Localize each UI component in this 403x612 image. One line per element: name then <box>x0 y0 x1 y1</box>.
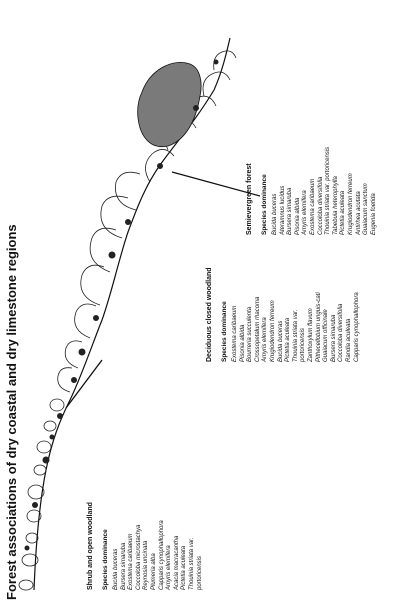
deciduous-tree-crown <box>115 171 141 211</box>
shrub-canopy <box>43 420 57 432</box>
semievergreen-tree-crown <box>145 149 175 183</box>
species-item: Pithecellobium unguis-cati <box>315 292 322 362</box>
species-item: Thouinia striata var. <box>292 309 299 362</box>
zone-deciduous-closed-woodland: Deciduous closed woodland Species domina… <box>205 267 361 362</box>
semievergreen-dark-foliage-group <box>157 59 219 169</box>
species-item: Tabebuia heterophylla <box>332 176 339 235</box>
species-item: Guaiacum officinale <box>323 309 330 362</box>
dark-foliage-blob <box>213 59 219 65</box>
dark-foliage-blob <box>125 219 131 225</box>
species-item: Bucida buceras <box>277 320 284 362</box>
shrub-canopy <box>33 464 47 476</box>
shrub-vegetation-group <box>18 398 65 591</box>
species-item: Reynosia uncinata <box>143 540 150 590</box>
dark-foliage-blob <box>93 315 99 321</box>
shrub-canopy <box>18 579 34 591</box>
species-item: Exostema caribaeum <box>128 533 135 590</box>
dark-foliage-blob <box>108 251 116 259</box>
species-item: Ateramnus lucidus <box>279 185 286 235</box>
shrub-canopy <box>27 484 45 500</box>
zone-title: Semievergreen forest <box>246 163 253 235</box>
species-item: Bucida buceras <box>113 548 119 590</box>
deciduous-vegetation-group <box>57 171 141 393</box>
dark-foliage-blob <box>57 413 63 419</box>
species-item: Krugiodendron ferreum <box>347 173 354 235</box>
species-item: Thouinia striata var. <box>188 537 195 590</box>
species-item: Amyris elemifera <box>302 190 309 235</box>
species-item: Randia aculeata <box>345 318 352 362</box>
shrub-canopy <box>36 440 52 454</box>
species-item: Guaiacum sanctum <box>363 183 370 235</box>
deciduous-tree-crown <box>74 303 97 339</box>
species-item: Bursera simaruba <box>120 542 127 590</box>
species-list: Bucida buceras Ateramnus lucidus Bursera… <box>272 147 378 235</box>
species-item: Capparis cynophallophora <box>353 292 360 362</box>
species-item: Thouinia striata var. portoricensis <box>325 146 332 235</box>
deciduous-tree-crown <box>57 367 73 393</box>
shrub-canopy <box>21 553 39 567</box>
species-item: Bursera simaruba <box>287 187 294 235</box>
species-item: Bursera simaruba <box>330 314 337 362</box>
species-item: Exostema caribaeum <box>309 178 316 235</box>
species-item: Bucida buceras <box>272 193 278 235</box>
species-item: Bourreria succulenta <box>247 306 254 362</box>
shrub-canopy <box>49 398 65 412</box>
shrub-dark-foliage-group <box>24 413 63 551</box>
deciduous-tree-crown <box>100 195 129 239</box>
species-item: Plumeria alba <box>150 553 157 590</box>
dark-foliage-blob <box>193 105 199 111</box>
zone-semievergreen-forest: Semievergreen forest Species dominance B… <box>245 147 378 235</box>
species-item: Acacia macracantha <box>173 535 180 590</box>
species-item: Zanthoxylum flavum <box>307 308 314 362</box>
species-item: Coccoloba microstachya <box>135 524 142 590</box>
zone-shrub-open-woodland: Shrub and open woodland Species dominanc… <box>86 502 204 590</box>
zone-title: Shrub and open woodland <box>87 502 94 590</box>
species-item: Coccoloba diversifolia <box>317 176 324 235</box>
semievergreen-tree-crown <box>202 71 231 97</box>
dark-foliage-blob <box>24 545 30 551</box>
shrub-canopy <box>26 509 42 523</box>
dark-foliage-blob <box>157 163 163 169</box>
species-dominance-heading: Species dominance <box>221 301 228 362</box>
dark-foliage-blob <box>78 348 86 356</box>
species-item: Pictetia aculeata <box>181 545 188 590</box>
species-item: Pisonia albida <box>239 324 246 362</box>
species-dominance-heading: Species dominance <box>261 174 268 235</box>
zone-divider-1 <box>65 359 103 409</box>
deciduous-dark-foliage-group <box>71 219 131 383</box>
deciduous-tree-crown <box>64 340 83 369</box>
species-item: Exostema caribaeum <box>232 305 238 362</box>
species-item: Coccoloba diversifolia <box>338 303 345 362</box>
species-item: Amyris elemifera <box>262 317 269 362</box>
species-list: Exostema caribaeum Pisonia albida Bourre… <box>232 267 361 362</box>
species-list: Bucida buceras Bursera simaruba Exostema… <box>113 502 204 590</box>
deciduous-tree-crown <box>89 227 117 273</box>
large-shaded-canopy <box>137 62 202 148</box>
dark-foliage-blob <box>32 502 38 508</box>
shrub-canopy <box>25 532 39 544</box>
species-item: Capparis cynophallophora <box>158 520 165 590</box>
species-item: Pictetia aculeata <box>340 190 347 235</box>
dark-foliage-blob <box>49 434 55 440</box>
species-item: portoricensis <box>196 555 203 590</box>
zone-divider-2 <box>171 171 261 197</box>
dark-foliage-blob <box>71 377 77 383</box>
dark-foliage-blob <box>42 456 50 464</box>
species-item: Antirhea acutata <box>355 191 362 235</box>
species-item: Krugiodendron ferreum <box>269 300 276 362</box>
zone-title: Deciduous closed woodland <box>206 267 213 362</box>
species-item: Pictetia aculeata <box>285 317 292 362</box>
deciduous-tree-crown <box>80 264 105 306</box>
species-item: Eugenia foetida <box>370 193 377 235</box>
species-item: Amyris elemifera <box>166 545 173 590</box>
species-item: Crossopetalum rhacoma <box>254 296 261 362</box>
species-dominance-heading: Species dominance <box>102 529 109 590</box>
species-item: portoricensis <box>300 327 307 362</box>
species-item: Pisonia albida <box>294 197 301 235</box>
